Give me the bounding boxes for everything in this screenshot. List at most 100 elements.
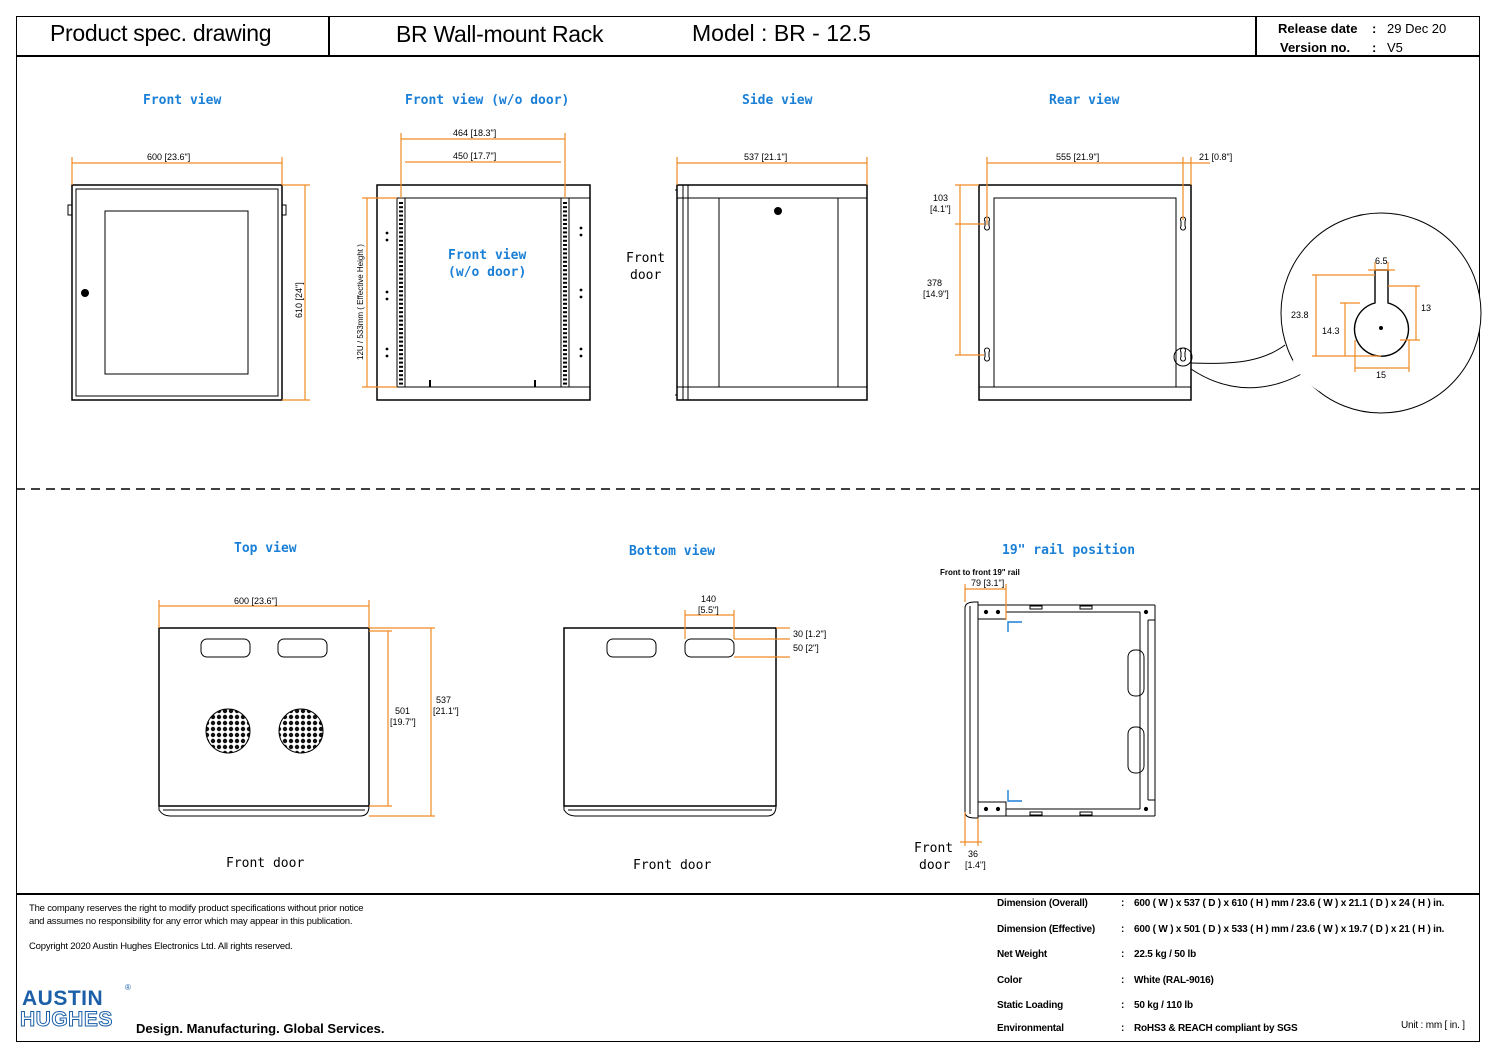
rail-hole bbox=[399, 214, 403, 217]
side-front-label-1: Front bbox=[626, 251, 666, 266]
rail-front-label-1: Front bbox=[914, 841, 954, 856]
rail-hole bbox=[399, 218, 403, 221]
dim-464: 464 [18.3"] bbox=[453, 128, 497, 138]
top-view-dims bbox=[158, 600, 435, 817]
spec-value: 600 ( W ) x 537 ( D ) x 610 ( H ) mm / 2… bbox=[1134, 898, 1445, 909]
spec-value: White (RAL-9016) bbox=[1134, 975, 1214, 986]
release-label: Release date bbox=[1278, 21, 1358, 36]
rail-hole bbox=[399, 202, 403, 204]
rail-hole bbox=[563, 344, 567, 347]
dim-rear-103a: 103 bbox=[933, 193, 949, 203]
dim-rear-21: 21 [0.8"] bbox=[1199, 152, 1233, 162]
rail-hole bbox=[399, 365, 403, 368]
brand-hughes: HUGHES bbox=[20, 1008, 113, 1032]
rail-hole bbox=[563, 315, 567, 318]
rail-hole bbox=[399, 244, 403, 246]
rail-hole bbox=[563, 357, 567, 360]
rail-hole bbox=[399, 307, 403, 309]
front-view-drawing bbox=[67, 184, 287, 401]
rail-hole bbox=[563, 286, 567, 288]
dim-key-143: 14.3 bbox=[1322, 326, 1340, 336]
rail-ftf-label: Front to front 19" rail bbox=[940, 568, 1020, 577]
header-sep-1 bbox=[328, 16, 330, 56]
rail-hole bbox=[563, 206, 567, 209]
spec-label: Static Loading bbox=[997, 1000, 1064, 1011]
rail-hole bbox=[399, 286, 403, 288]
dim-key-13: 13 bbox=[1421, 303, 1432, 313]
dim-key-15: 15 bbox=[1376, 370, 1387, 380]
copyright: Copyright 2020 Austin Hughes Electronics… bbox=[29, 941, 293, 952]
rail-hole bbox=[563, 244, 567, 246]
rail-hole bbox=[563, 231, 567, 234]
rail-hole bbox=[563, 374, 567, 377]
rail-hole bbox=[563, 361, 567, 364]
dim-top-537b: [21.1"] bbox=[433, 706, 459, 716]
spec-label: Dimension (Effective) bbox=[997, 924, 1096, 935]
dim-side-width: 537 [21.1"] bbox=[744, 152, 788, 162]
dim-rear-378b: [14.9"] bbox=[923, 289, 949, 299]
dim-bot-30: 30 [1.2"] bbox=[793, 629, 827, 639]
spec-sep: : bbox=[1121, 898, 1125, 909]
rail-hole bbox=[563, 235, 567, 238]
rail-hole bbox=[563, 273, 567, 276]
rail-hole bbox=[563, 223, 567, 225]
front-wo-door-drawing bbox=[376, 184, 591, 401]
dim-top-501b: [19.7"] bbox=[390, 717, 416, 727]
dim-front-height: 610 [24"] bbox=[294, 282, 304, 318]
dim-front-width: 600 [23.6"] bbox=[147, 152, 191, 162]
release-value: 29 Dec 20 bbox=[1387, 21, 1447, 36]
rail-hole bbox=[399, 269, 403, 272]
rail-hole bbox=[563, 298, 567, 301]
bottom-front-door-label: Front door bbox=[633, 858, 712, 873]
spec-sep: : bbox=[1121, 975, 1125, 986]
rail-hole bbox=[399, 290, 403, 293]
rail-hole bbox=[399, 252, 403, 255]
rail-hole bbox=[563, 239, 567, 242]
rail-hole bbox=[399, 277, 403, 280]
release-sep: : bbox=[1372, 21, 1377, 36]
spec-value: RoHS3 & REACH compliant by SGS bbox=[1134, 1023, 1298, 1034]
front-wo-door-title: Front view (w/o door) bbox=[405, 93, 570, 108]
dim-bot-140b: [5.5"] bbox=[698, 605, 719, 615]
rail-hole bbox=[563, 340, 567, 343]
rail-hole bbox=[563, 202, 567, 204]
rail-hole bbox=[563, 370, 567, 372]
rail-hole bbox=[399, 370, 403, 372]
header-divider bbox=[16, 55, 1480, 57]
product-spec-title: Product spec. drawing bbox=[50, 20, 272, 46]
rail-hole bbox=[563, 290, 567, 293]
brand-austin: AUSTIN bbox=[22, 987, 104, 1010]
spec-sep: : bbox=[1121, 1023, 1125, 1034]
rail-hole bbox=[399, 248, 403, 251]
rail-hole bbox=[399, 315, 403, 318]
rail-hole bbox=[399, 340, 403, 343]
rail-hole bbox=[399, 302, 403, 305]
dim-bot-50: 50 [2"] bbox=[793, 643, 819, 653]
side-front-label-2: door bbox=[630, 268, 662, 283]
rail-hole bbox=[399, 319, 403, 322]
spec-sep: : bbox=[1121, 1000, 1125, 1011]
rail-hole bbox=[399, 344, 403, 347]
rail-hole bbox=[399, 260, 403, 263]
rear-view-dims bbox=[955, 157, 1420, 372]
rail-hole bbox=[563, 227, 567, 230]
rail-hole bbox=[563, 302, 567, 305]
rail-hole bbox=[563, 260, 567, 263]
rail-hole bbox=[399, 223, 403, 225]
rail-holes-right bbox=[563, 202, 567, 385]
rail-hole bbox=[399, 332, 403, 335]
dim-rail-36b: [1.4"] bbox=[965, 860, 986, 870]
spec-value: 50 kg / 110 lb bbox=[1134, 1000, 1193, 1011]
dim-bot-140a: 140 bbox=[701, 594, 717, 604]
rail-hole bbox=[563, 214, 567, 217]
rear-view-drawing bbox=[978, 184, 1482, 414]
rail-hole bbox=[399, 323, 403, 326]
bottom-view-drawing bbox=[563, 627, 777, 817]
rail-hole bbox=[399, 239, 403, 242]
rail-hole bbox=[399, 210, 403, 213]
dim-key-65: 6.5 bbox=[1375, 256, 1388, 266]
side-view-drawing bbox=[675, 184, 868, 401]
rail-hole bbox=[563, 319, 567, 322]
dim-effective-height: 12U / 533mm ( Effective Height ) bbox=[356, 244, 365, 360]
rail-hole bbox=[563, 378, 567, 381]
